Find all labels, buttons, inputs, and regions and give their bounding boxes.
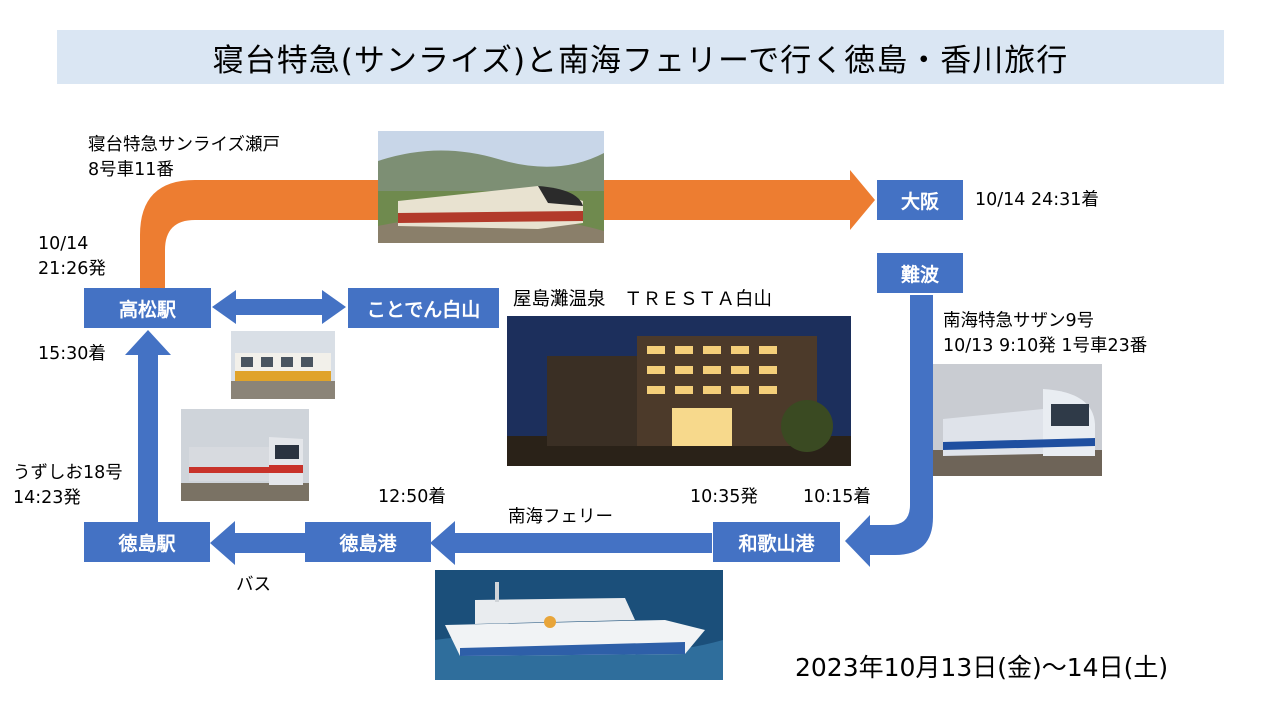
sunrise-train-label: 寝台特急サンライズ瀬戸 8号車11番 [88,135,280,180]
uzushio-label: うずしお18号 14:23発 [13,463,123,508]
station-tokushima: 徳島駅 [84,522,210,562]
departure-label: 10/14 21:26発 [38,234,106,279]
station-osaka: 大阪 [877,180,963,220]
trip-date-range: 2023年10月13日(金)～14日(土) [795,653,1169,682]
station-kotoden-shiroyama: ことでん白山 [348,288,499,328]
ferry-label: 南海フェリー [508,507,613,527]
wakayama-depart-label: 10:35発 [690,487,758,507]
southern-train-label: 南海特急サザン9号 10/13 9:10発 1号車23番 [943,311,1148,356]
station-takamatsu: 高松駅 [84,288,211,328]
nankai-southern-photo [933,364,1102,476]
station-namba: 難波 [877,253,963,293]
takamatsu-arrive-label: 15:30着 [38,344,106,364]
nankai-ferry-photo [435,570,723,680]
uzushio-arrow [125,330,171,523]
sunrise-express-photo [378,131,604,243]
page-title: 寝台特急(サンライズ)と南海フェリーで行く徳島・香川旅行 [57,30,1224,84]
bus-label: バス [236,575,271,595]
takamatsu-kotoden-arrow [212,290,346,324]
station-tokushima-port: 徳島港 [305,522,431,562]
bus-arrow [210,521,305,565]
ferry-arrow [430,521,712,565]
hotel-label: 屋島灘温泉 ＴＲＥＳＴＡ白山 [513,289,773,310]
hotel-night-photo [507,316,851,466]
tokushima-port-arrive-label: 12:50着 [378,487,446,507]
kotoden-train-photo [231,331,335,399]
osaka-arrival-label: 10/14 24:31着 [975,190,1099,210]
uzushio-train-photo [181,409,309,501]
sunrise-route-arrow [140,170,875,290]
wakayama-arrive-label: 10:15着 [803,487,871,507]
station-wakayama-port: 和歌山港 [713,522,840,562]
namba-to-wakayama-arrow [845,295,933,567]
